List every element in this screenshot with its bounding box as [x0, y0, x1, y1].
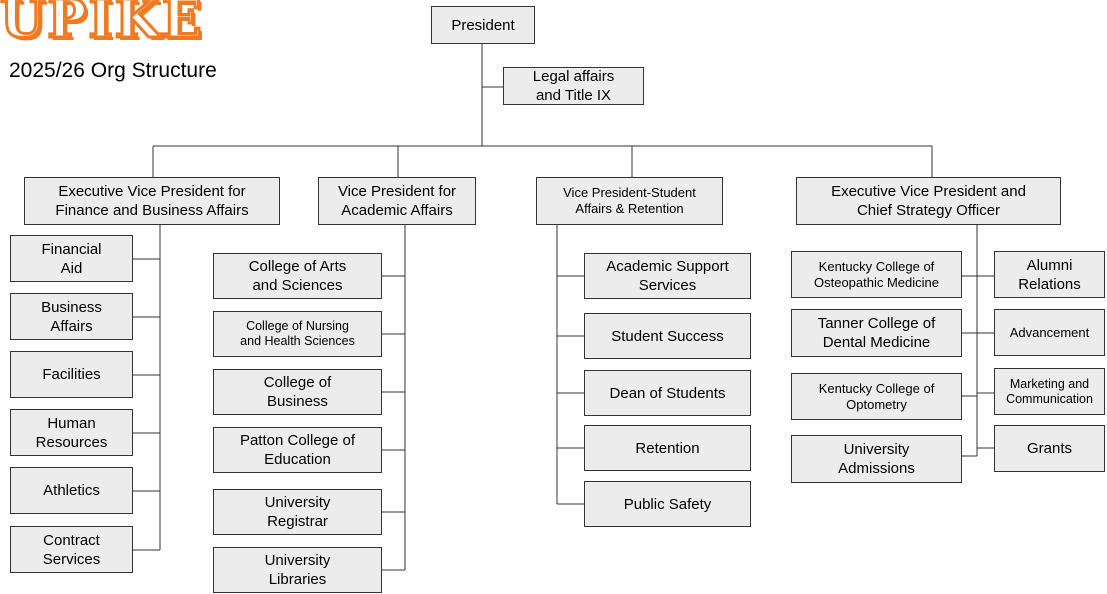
- legal-affairs-box: Legal affairs and Title IX: [503, 67, 644, 105]
- unit-university-admissions: University Admissions: [791, 435, 962, 483]
- evp-strategy-box: Executive Vice President and Chief Strat…: [796, 177, 1061, 225]
- vp-academic-box: Vice President for Academic Affairs: [318, 177, 476, 225]
- unit-osteopathic-medicine: Kentucky College of Osteopathic Medicine: [791, 251, 962, 298]
- unit-human-resources: Human Resources: [10, 409, 133, 456]
- unit-arts-sciences: College of Arts and Sciences: [213, 253, 382, 299]
- president-box: President: [431, 6, 535, 44]
- unit-student-success: Student Success: [584, 313, 751, 359]
- unit-athletics: Athletics: [10, 467, 133, 514]
- unit-dental-medicine: Tanner College of Dental Medicine: [791, 309, 962, 357]
- unit-libraries: University Libraries: [213, 547, 382, 593]
- page-title: 2025/26 Org Structure: [9, 59, 217, 82]
- unit-alumni-relations: Alumni Relations: [994, 251, 1105, 298]
- unit-marketing-communication: Marketing and Communication: [994, 368, 1105, 415]
- unit-academic-support: Academic Support Services: [584, 253, 751, 299]
- unit-facilities: Facilities: [10, 351, 133, 398]
- unit-optometry: Kentucky College of Optometry: [791, 373, 962, 420]
- unit-advancement: Advancement: [994, 309, 1105, 356]
- vp-finance-box: Executive Vice President for Finance and…: [24, 177, 280, 225]
- unit-dean-of-students: Dean of Students: [584, 370, 751, 416]
- unit-business-affairs: Business Affairs: [10, 293, 133, 340]
- unit-grants: Grants: [994, 425, 1105, 472]
- upike-logo: UPIKE: [0, 0, 204, 50]
- unit-retention: Retention: [584, 425, 751, 471]
- unit-financial-aid: Financial Aid: [10, 235, 133, 282]
- unit-public-safety: Public Safety: [584, 481, 751, 527]
- unit-contract-services: Contract Services: [10, 526, 133, 573]
- unit-nursing-health: College of Nursing and Health Sciences: [213, 311, 382, 357]
- unit-registrar: University Registrar: [213, 489, 382, 535]
- unit-business-college: College of Business: [213, 369, 382, 415]
- vp-student-box: Vice President-Student Affairs & Retenti…: [536, 177, 723, 225]
- unit-education-college: Patton College of Education: [213, 427, 382, 473]
